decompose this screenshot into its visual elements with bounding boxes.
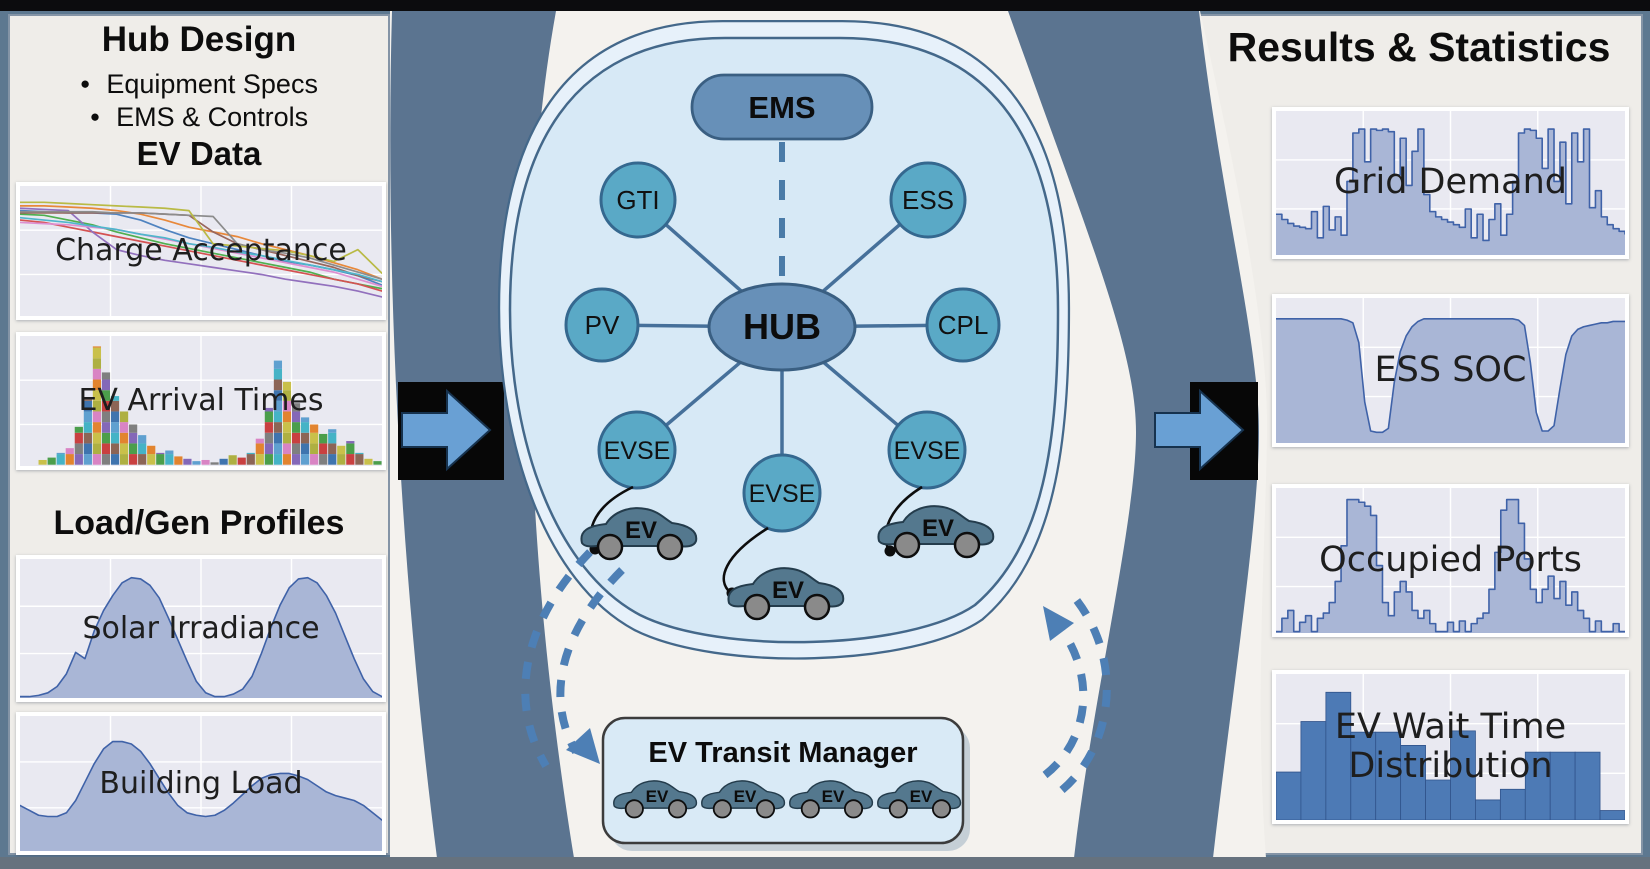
gti-node: GTI: [599, 161, 677, 239]
ems-label: EMS: [748, 90, 815, 125]
evse-node-center: EVSE: [742, 453, 822, 533]
plug-dot: [884, 545, 896, 557]
bullet-item: ● EMS & Controls: [10, 101, 388, 134]
ems-node: EMS: [690, 73, 874, 141]
chart-canvas: [20, 559, 382, 698]
chart-label: EV Wait Time Distribution: [1334, 706, 1567, 786]
ev-label: EV: [625, 517, 657, 544]
bottom-border: [0, 857, 1650, 869]
evse-node-left: EVSE: [597, 410, 677, 490]
hub-label: HUB: [743, 306, 821, 347]
bullet-icon: ●: [80, 74, 91, 94]
ev-label: EV: [910, 787, 933, 806]
hub-design-bullets: ● Equipment Specs ● EMS & Controls: [10, 68, 388, 134]
ess-soc-chart: ESS SOC: [1272, 294, 1629, 447]
chart-label: Building Load: [99, 765, 303, 801]
chart-label: Charge Acceptance: [55, 233, 347, 269]
departure-dashed-arrows: [521, 549, 625, 769]
hub-design-panel: Hub Design ● Equipment Specs ● EMS & Con…: [8, 14, 390, 855]
wait-time-chart: EV Wait Time Distribution: [1272, 670, 1629, 824]
transit-manager-title: EV Transit Manager: [648, 737, 917, 769]
hub-design-title: Hub Design: [101, 20, 297, 59]
up-arrowhead-icon: [1043, 606, 1074, 641]
loadgen-heading: Load/Gen Profiles: [53, 504, 345, 542]
bullet-icon: ●: [89, 107, 101, 127]
gti-label: GTI: [616, 185, 659, 215]
results-title: Results & Statistics: [1227, 24, 1611, 70]
cpl-label: CPL: [938, 310, 989, 340]
ess-node: ESS: [889, 161, 967, 239]
ev-label: EV: [772, 577, 804, 604]
evse-label: EVSE: [604, 437, 671, 465]
output-flow-arrow: [1154, 382, 1258, 480]
transit-manager-box: EV Transit Manager: [601, 716, 970, 851]
hub-node: HUB: [707, 282, 857, 372]
chart-canvas: [1276, 674, 1625, 820]
building-load-chart: Building Load: [16, 712, 386, 855]
solar-irradiance-chart: Solar Irradiance: [16, 555, 386, 702]
bullet-label: EMS & Controls: [116, 101, 309, 132]
ev-arrival-times-chart: EV Arrival Times: [16, 332, 386, 470]
evse-label: EVSE: [894, 437, 961, 465]
chart-label: EV Arrival Times: [78, 383, 324, 419]
ev-label: EV: [922, 515, 954, 542]
arrival-dashed-arrows: [1042, 589, 1111, 794]
hub-diagram: EMS GTI ESS PV CPL EVSE EVSE EVSE: [390, 11, 1268, 858]
right-band: [1008, 11, 1259, 858]
ev-label: EV: [734, 787, 757, 806]
down-arrowhead-icon: [566, 728, 600, 764]
evse-label: EVSE: [749, 480, 816, 508]
chart-canvas: [1276, 111, 1625, 255]
pv-label: PV: [585, 310, 620, 340]
input-flow-arrow: [398, 382, 504, 480]
evse-node-right: EVSE: [887, 410, 967, 490]
ev-label: EV: [646, 787, 669, 806]
bullet-label: Equipment Specs: [106, 69, 318, 99]
chart-canvas: [20, 186, 382, 316]
grid-demand-chart: Grid Demand: [1272, 107, 1629, 259]
ev-data-heading: EV Data: [136, 135, 262, 172]
top-border: [0, 0, 1650, 11]
chart-canvas: [20, 336, 382, 466]
chart-canvas: [1276, 488, 1625, 633]
charge-acceptance-chart: Charge Acceptance: [16, 182, 386, 320]
bullet-item: ● Equipment Specs: [10, 68, 388, 101]
results-panel: Results & Statistics Grid Demand ESS SOC…: [1195, 14, 1643, 855]
chart-canvas: [20, 716, 382, 851]
chart-label: Grid Demand: [1333, 162, 1567, 203]
cpl-node: CPL: [925, 287, 1001, 363]
chart-canvas: [1276, 298, 1625, 443]
ess-label: ESS: [902, 185, 954, 215]
chart-label: Occupied Ports: [1319, 539, 1582, 580]
occupied-ports-chart: Occupied Ports: [1272, 484, 1629, 637]
ev-label: EV: [822, 787, 845, 806]
pv-node: PV: [564, 287, 640, 363]
chart-label: ESS SOC: [1374, 349, 1527, 390]
right-arrow-icon: [1154, 388, 1245, 472]
right-arrow-icon: [401, 388, 492, 472]
chart-label: Solar Irradiance: [82, 610, 320, 646]
